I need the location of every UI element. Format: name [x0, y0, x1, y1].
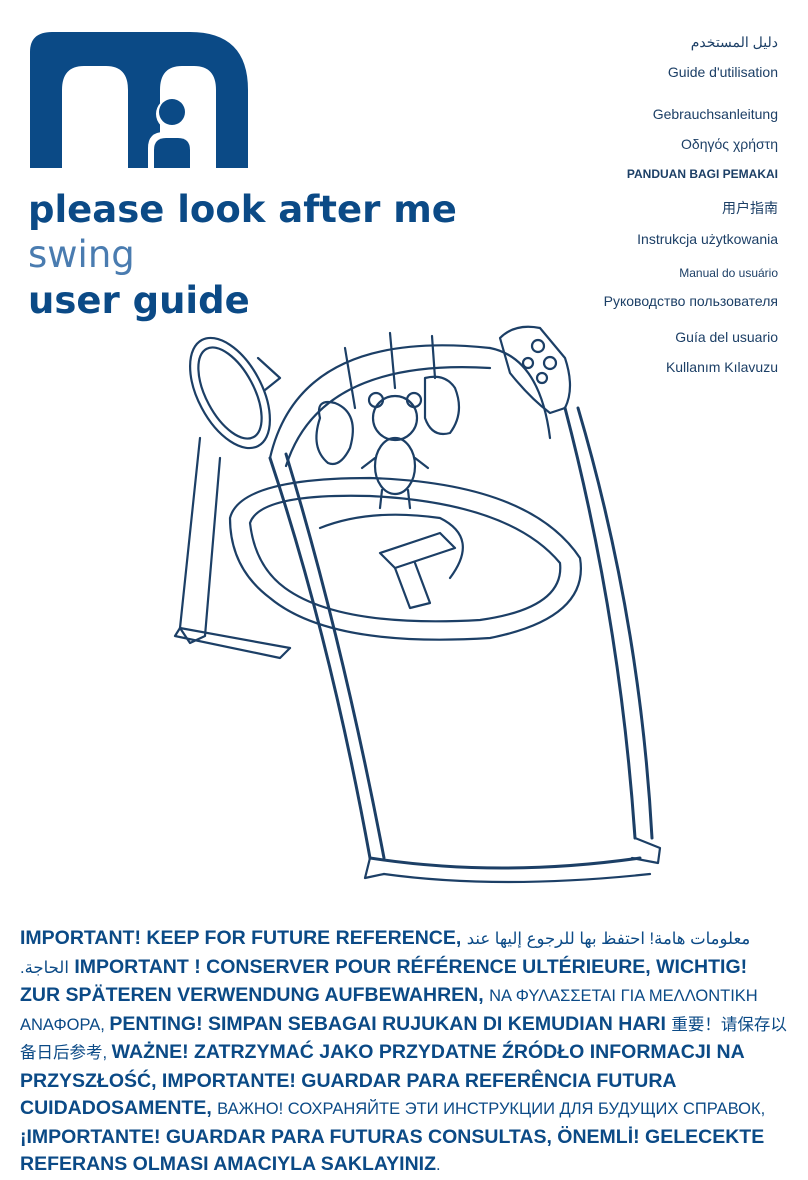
notice-es-tr: ¡IMPORTANTE! GUARDAR PARA FUTURAS CONSUL… [20, 1125, 765, 1176]
lang-chinese: 用户指南 [722, 200, 778, 216]
swing-illustration [173, 325, 662, 884]
notice-en: IMPORTANT! KEEP FOR FUTURE REFERENCE, [20, 927, 467, 949]
lang-french: Guide d'utilisation [667, 64, 778, 80]
teddy-head [371, 394, 419, 442]
headline-line-3: user guide [28, 279, 250, 322]
lang-turkish: Kullanım Kılavuzu [665, 359, 778, 375]
notice-end: . [436, 1156, 441, 1174]
notice-fr-de: IMPORTANT ! CONSERVER POUR RÉFÉRENCE ULT… [20, 955, 748, 1007]
headline-line-2: swing [28, 233, 135, 276]
notice-el: ΝΑ ΦΥΛΑΣΣΕΤΑΙ ΓΙΑ ΜΕΛΛΟΝΤΙΚΗ ΑΝΑΦΟΡΑ, [20, 987, 758, 1034]
notice-ar: معلومات هامة! احتفظ بها للرجوع إليها عند… [20, 930, 751, 977]
notice-ms: PENTING! SIMPAN SEBAGAI RUJUKAN DI KEMUD… [109, 1012, 672, 1035]
lang-german: Gebrauchsanleitung [652, 106, 778, 122]
lang-malay: PANDUAN BAGI PEMAKAI [626, 167, 778, 181]
headline-line-1: please look after me [28, 188, 457, 231]
lang-arabic: دليل المستخدم [690, 34, 778, 50]
lang-greek: Οδηγός χρήστη [681, 136, 778, 152]
lang-spanish: Guía del usuario [675, 329, 778, 345]
mothercare-logo [30, 32, 248, 168]
lang-portuguese: Manual do usuário [679, 266, 778, 280]
lang-polish: Instrukcja użytkowania [637, 231, 778, 247]
notice-zh: 重要！请保存以备日后参考, [20, 1015, 787, 1063]
important-notice: IMPORTANT! KEEP FOR FUTURE REFERENCE, مع… [20, 925, 792, 1180]
notice-ru: ВАЖНО! СОХРАНЯЙТЕ ЭТИ ИНСТРУКЦИИ ДЛЯ БУД… [217, 1100, 766, 1118]
headline: please look after me swing user guide [28, 188, 457, 324]
notice-pl-pt: WAŻNE! ZATRZYMAĆ JAKO PRZYDATNE ŹRÓDŁO I… [20, 1041, 744, 1119]
lang-russian: Руководство пользователя [603, 293, 778, 309]
logo-letter-m [30, 32, 248, 168]
